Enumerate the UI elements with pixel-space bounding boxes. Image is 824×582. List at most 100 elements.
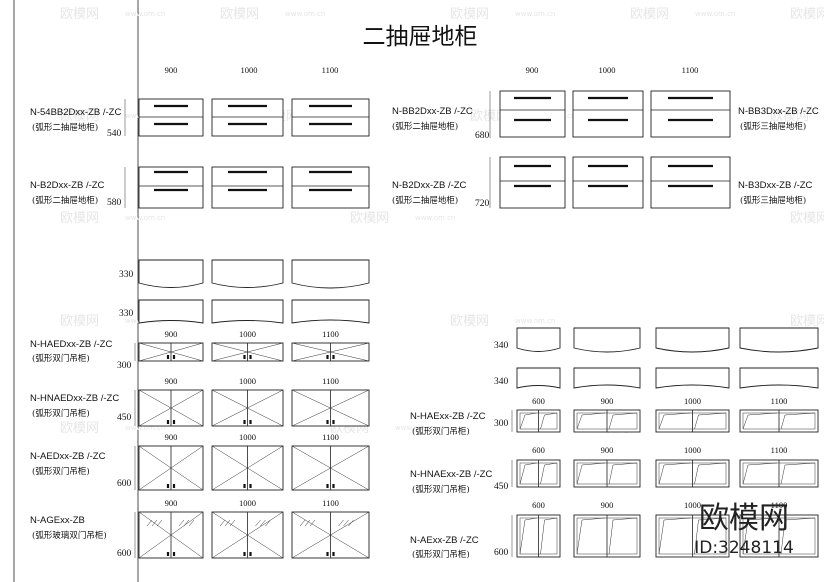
drawer-cabinet-1000 [211,98,284,137]
width-label: 900 [165,432,178,442]
watermark-site: www.om.cn [515,10,555,18]
glass-hatch [309,519,316,527]
drawer-cabinet-900 [138,166,204,209]
watermark-brand: 欧模网 [699,501,789,536]
cabinet-desc: (弧形三抽屉地柜) [740,195,806,206]
door-swing [329,389,370,427]
cabinet-desc: (弧形双门吊柜) [412,549,470,560]
plan-views-right: 340 340 [494,327,819,389]
width-label: 1100 [771,445,788,455]
drawer-row-top-mid-2: N-B2Dxx-ZB /-ZC (弧形二抽屉地柜) 720 N-B3Dxx-ZB… [392,156,813,209]
door-swing [608,462,638,485]
drawer-cabinet-1000 [572,156,644,209]
width-label: 1000 [239,329,256,339]
height-label: 450 [117,413,132,423]
drawer-cabinet-1100 [291,166,370,209]
door-swing [170,445,204,491]
width-label: 1100 [322,376,339,386]
height-label: 300 [117,361,132,371]
door-swing [742,517,778,555]
width-label: 1100 [322,498,339,508]
cabinet-code: N-HAExx-ZB /-ZC [410,411,486,422]
watermark-tile: 欧模网 [790,314,824,329]
glass-hatch [219,519,226,527]
plan-view [291,259,370,289]
cabinet-code: N-B2Dxx-ZB /-ZC [30,180,105,191]
drawer-cabinet-1000 [211,166,284,209]
drawer-cabinet-1100 [650,156,731,209]
door-swing [519,412,537,430]
height-label: 720 [475,199,490,209]
width-label: 900 [601,500,614,510]
cabinet-code: N-HNAExx-ZB /-ZC [410,469,492,480]
watermark-site: www.om.cn [125,214,165,222]
glass-hatch [188,519,195,527]
watermark-tile: 欧模网 [60,314,99,329]
width-label: 1000 [684,500,701,510]
door-swing [694,412,727,430]
watermark-tile: 欧模网 [60,421,99,436]
door-swing [540,517,558,555]
width-label: 1000 [684,445,701,455]
plan-view [573,327,641,353]
width-label: 1100 [322,65,339,75]
labels-right-rows: N-HAExx-ZB /-ZC (弧形双门吊柜) 300 N-HNAExx-ZB… [410,411,509,560]
cabinet-desc: (弧形二抽屉地柜) [392,121,458,132]
door-swing [247,511,284,559]
width-label: 600 [532,396,545,406]
width-label: 900 [526,65,539,75]
glass-hatch [178,519,185,527]
width-label: 900 [601,445,614,455]
drawer-cabinet-900 [499,156,566,209]
cabinet-desc: (弧形双门吊柜) [412,484,470,495]
cabinet-desc: (弧形双门吊柜) [32,466,90,477]
door-swing [330,511,370,559]
cabinet-code: N-B3Dxx-ZB /-ZC [738,180,813,191]
plan-view [739,327,819,353]
door-swing [170,511,204,559]
watermark-tile: 欧模网 [450,314,489,329]
height-label: 600 [494,548,509,558]
door-swing [658,462,691,485]
glass-hatch [260,519,266,527]
cabinet-code: N-AEDxx-ZB /-ZC [30,451,106,462]
width-label: 900 [165,376,178,386]
door-swing [247,342,284,362]
width-label: 600 [532,500,545,510]
watermark-site: www.om.cn [125,10,165,18]
width-label: 1100 [771,396,788,406]
door-swing [694,462,727,485]
width-label: 1000 [684,396,701,406]
door-swing [658,517,691,555]
cabinet-code: N-B2Dxx-ZB /-ZC [392,180,467,191]
door-swing [780,517,816,555]
door-swing [608,517,638,555]
door-swing [247,445,284,491]
door-swing [742,462,778,485]
labels-left-rows: N-HAEDxx-ZB /-ZC (弧形双门吊柜) 300 N-HNAEDxx-… [30,339,132,559]
glass-hatch [156,519,163,527]
height-label: 540 [107,129,122,139]
watermark-tile: 欧模网 [630,7,669,22]
watermark-tile: 欧模网 [770,109,809,124]
glass-hatch [183,519,190,527]
watermark-site: www.om.cn [125,424,165,432]
glass-hatch [151,519,158,527]
watermark-site: www.om.cn [515,317,555,325]
door-swing [694,517,727,555]
door-swing [780,462,816,485]
cabinet-desc: (弧形二抽屉地柜) [32,122,98,133]
door-swing [519,462,537,485]
glass-hatch [343,519,349,527]
width-label: 1100 [682,65,699,75]
watermark-tile: 欧模网 [220,7,259,22]
cabinet-desc: (弧形双门吊柜) [32,353,90,364]
height-label: 600 [117,549,132,559]
cabinet-desc: (弧形三抽屉地柜) [740,121,806,132]
cabinet-code: N-54BB2Dxx-ZB /-ZC [30,107,121,118]
height-label: 600 [117,479,132,489]
plan-view [138,259,204,288]
watermark-tile: 欧模网 [60,7,99,22]
